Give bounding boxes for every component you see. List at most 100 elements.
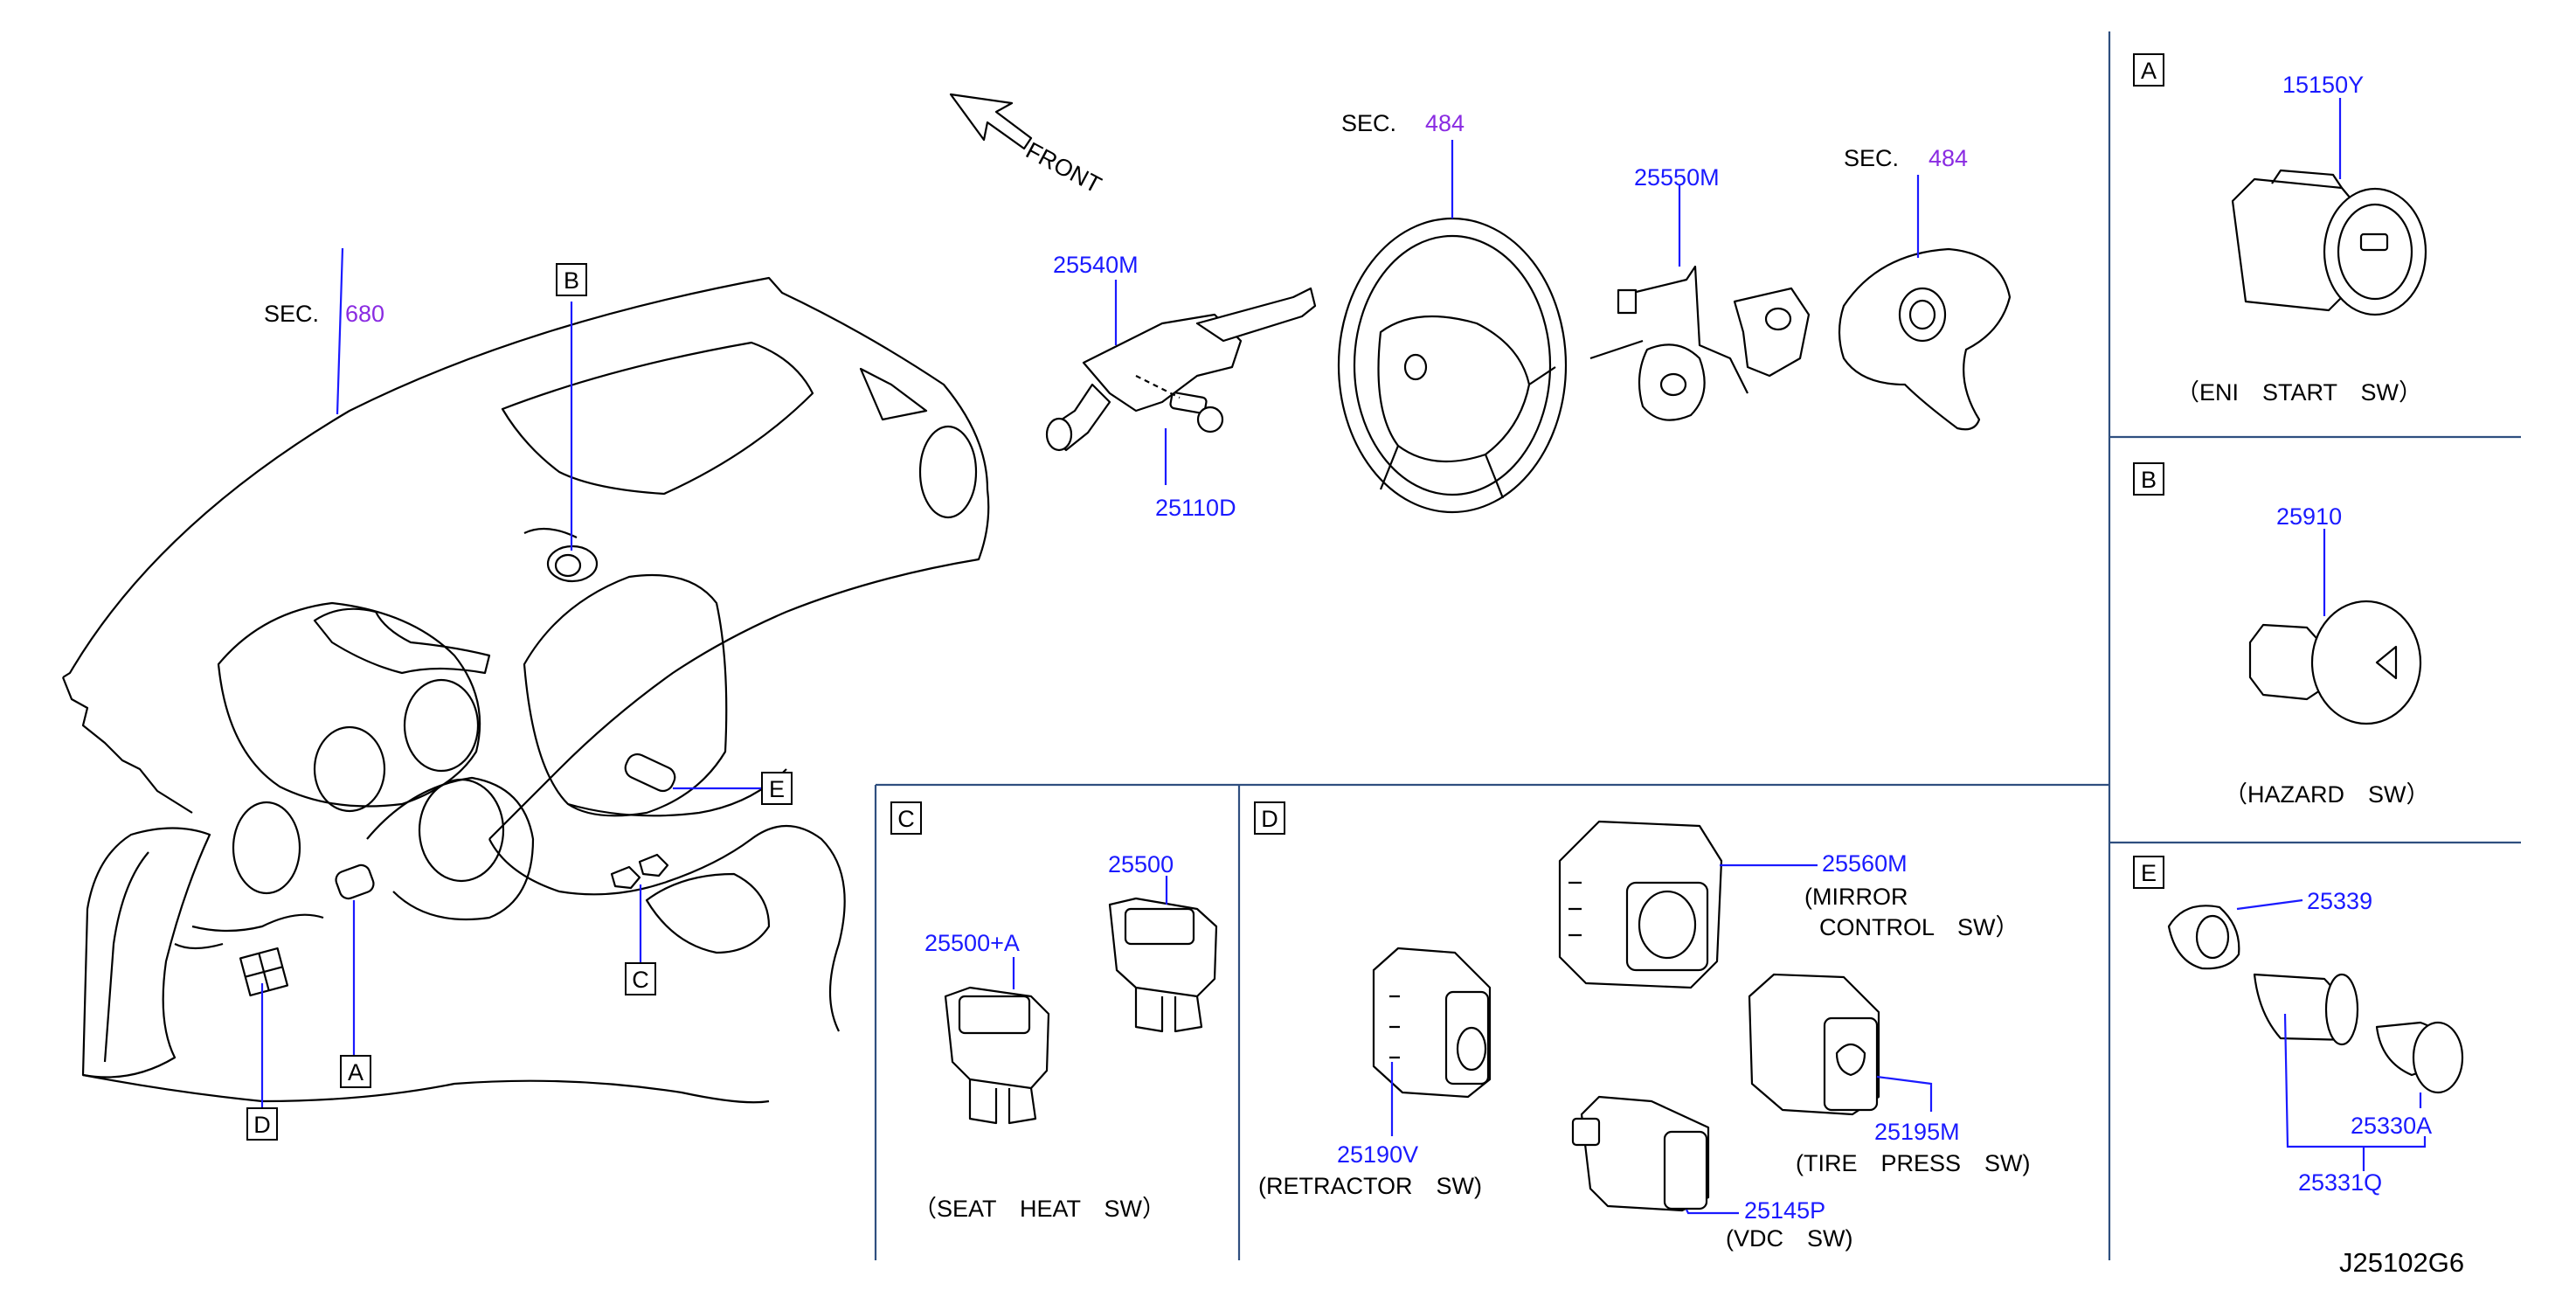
svg-text:D: D: [1261, 806, 1278, 832]
panel-letter-b: B: [2133, 462, 2164, 496]
dash-right-vent: [918, 425, 978, 519]
seat-heat-switch-25500a: [944, 986, 1050, 1090]
lighter-location: [624, 753, 676, 793]
airbag-module-illustration: [1838, 247, 2012, 431]
panel-letter-c: C: [890, 801, 922, 835]
leader-sec680: [336, 247, 344, 415]
svg-text:E: E: [2141, 860, 2157, 886]
part-25195m[interactable]: 25195M: [1874, 1119, 1960, 1145]
combination-switch-illustration: [1045, 287, 1317, 452]
part-25145p[interactable]: 25145P: [1744, 1197, 1825, 1224]
sec-680-number[interactable]: 680: [345, 301, 384, 327]
front-label: FRONT: [1021, 137, 1105, 198]
meter-gauge-right: [403, 678, 480, 773]
seat-heat-switch-location-1: [610, 865, 641, 890]
seat-heat-switch-location-2: [638, 853, 669, 877]
front-arrow-icon: [949, 93, 1033, 150]
dash-bottom-line: [82, 1073, 770, 1104]
steering-switch-harness: [1589, 265, 1748, 394]
part-25339[interactable]: 25339: [2307, 888, 2372, 914]
center-lower-line: [567, 768, 787, 817]
callout-box-b: B: [556, 263, 587, 296]
leader-25145p: [1686, 1209, 1739, 1215]
dash-knee-line: [191, 913, 324, 933]
meter-visor: [313, 607, 491, 675]
callout-box-c: C: [625, 962, 656, 995]
panel-b-hazard-switch: [2248, 600, 2422, 725]
dash-left-edge: [61, 676, 193, 814]
dashboard-illustration: [61, 276, 990, 1104]
steering-switch-connector: [1617, 288, 1638, 315]
sec-680-label: SEC.: [264, 301, 319, 327]
lighter-plug-cap: [2412, 1021, 2464, 1094]
console-tray: [645, 872, 771, 954]
part-25500a[interactable]: 25500+A: [924, 930, 1020, 956]
sec-484b-number[interactable]: 484: [1929, 145, 1968, 171]
part-25550m[interactable]: 25550M: [1634, 164, 1720, 191]
steering-switch-right: [1733, 287, 1811, 378]
center-vent-round: [418, 778, 505, 883]
vdc-switch: [1571, 1095, 1710, 1212]
light-stalk-end: [1045, 417, 1073, 452]
diagram-id: J25102G6: [2339, 1247, 2464, 1278]
part-25560m[interactable]: 25560M: [1822, 850, 1908, 877]
panel-letter-a: A: [2133, 53, 2164, 87]
hazard-switch-wire: [523, 527, 578, 538]
dash-left-lower-panel: [81, 827, 211, 1079]
sec-484a-number[interactable]: 484: [1425, 110, 1465, 136]
start-switch-button: [2323, 187, 2427, 316]
panel-frames: [874, 31, 2521, 1260]
dash-upper-opening: [501, 341, 814, 496]
sec-484a-label: SEC.: [1341, 110, 1396, 136]
combination-switch-body: [1082, 313, 1243, 413]
steering-switch-left: [1638, 343, 1706, 421]
panel-letter-e: E: [2133, 856, 2164, 889]
dash-left-lower-inner: [103, 851, 149, 1063]
caption-seat-heat: （SEAT HEAT SW）: [913, 1196, 1166, 1222]
seat-heat-switch-25500: [1108, 897, 1218, 998]
svg-text:B: B: [564, 267, 579, 294]
sec-484b-label: SEC.: [1844, 145, 1899, 171]
panel-letter-d: D: [1254, 801, 1285, 835]
part-25330a[interactable]: 25330A: [2351, 1113, 2432, 1139]
mirror-control-switch: [1558, 820, 1723, 989]
part-25500[interactable]: 25500: [1108, 851, 1174, 877]
steering-wheel-rim: [1337, 217, 1568, 514]
hazard-triangle-icon: [2375, 645, 2398, 680]
svg-text:C: C: [897, 806, 915, 832]
svg-text:C: C: [632, 967, 649, 993]
callout-box-a: A: [340, 1055, 371, 1088]
panel-a-start-switch: [2231, 169, 2427, 316]
dash-knee-line-2: [174, 942, 224, 950]
part-25540m[interactable]: 25540M: [1053, 252, 1139, 278]
svg-text:A: A: [2141, 58, 2157, 84]
tire-pressure-switch: [1748, 973, 1880, 1116]
leader-25195m: [1876, 1075, 1933, 1112]
svg-text:E: E: [769, 776, 785, 802]
part-15150y[interactable]: 15150Y: [2282, 72, 2364, 98]
part-25910[interactable]: 25910: [2276, 503, 2342, 530]
panel-c-seat-heat-switches: [944, 897, 1218, 1125]
mirror-joystick-icon: [1638, 890, 1697, 960]
svg-text:B: B: [2141, 467, 2157, 493]
caption-mirror-2: CONTROL SW）: [1819, 914, 2019, 940]
caption-hazard: （HAZARD SW）: [2224, 781, 2430, 808]
svg-text:D: D: [253, 1112, 271, 1138]
part-25331q[interactable]: 25331Q: [2298, 1169, 2382, 1196]
center-display-panel: [523, 573, 728, 817]
callout-leaders: [260, 247, 762, 1108]
dash-top-outline: [62, 276, 990, 840]
part-25190v[interactable]: 25190V: [1337, 1141, 1418, 1168]
lighter-ring: [2167, 905, 2240, 970]
caption-tire: (TIRE PRESS SW): [1796, 1150, 2031, 1176]
steering-switch-illustration: [1589, 265, 1811, 421]
hazard-switch-button: [2310, 600, 2422, 725]
part-25110d[interactable]: 25110D: [1155, 495, 1236, 521]
panel-e-lighter: [2167, 905, 2464, 1094]
meter-gauge-left: [313, 725, 386, 813]
caption-eni-start: （ENI START SW）: [2176, 379, 2422, 406]
steering-wheel-illustration: [1337, 217, 1568, 514]
steering-wheel-hub: [1377, 315, 1531, 463]
airbag-module: [1838, 247, 2012, 431]
